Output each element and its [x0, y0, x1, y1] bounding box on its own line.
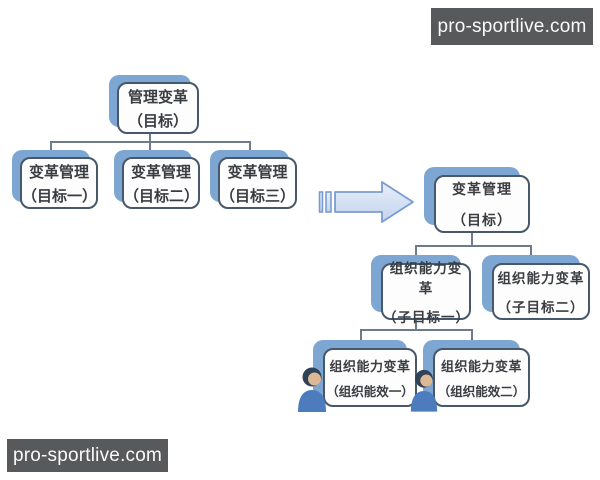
connector-line — [471, 329, 473, 340]
watermark-text: pro-sportlive.com — [437, 15, 587, 37]
box-text-line2: （组织能效二） — [437, 384, 526, 399]
box-text-line2: （组织能效一） — [326, 384, 414, 399]
box-text-line1: 管理变革 — [127, 88, 188, 106]
box-text-line1: 组织能力变革 — [329, 358, 411, 374]
box-text-line2: （目标） — [127, 112, 188, 130]
box-text-line1: 变革管理 — [227, 163, 288, 181]
box-text-line2: （目标二） — [124, 187, 200, 205]
right-mid-2-box: 组织能力变革 （子目标二） — [482, 255, 590, 320]
person-icon — [298, 367, 326, 412]
box-text-line2: （目标） — [452, 211, 512, 228]
watermark-top-right: pro-sportlive.com — [431, 8, 593, 45]
box-card: 变革管理 （目标） — [434, 175, 530, 233]
watermark-bottom-left: pro-sportlive.com — [7, 439, 168, 472]
connector-line — [415, 245, 417, 256]
box-card: 变革管理 （目标二） — [122, 157, 200, 209]
box-text-line1: 组织能力变革 — [440, 358, 522, 374]
box-card: 组织能力变革 （子目标一） — [381, 261, 471, 325]
connector-line — [149, 141, 151, 153]
connector-line — [360, 329, 362, 340]
right-bottom-2-box: 组织能力变革 （组织能效二） — [423, 340, 530, 407]
box-card: 组织能力变革 （组织能效一） — [323, 348, 417, 407]
right-block-arrow-icon — [318, 181, 414, 223]
box-text-line1: 组织能力变革 — [389, 261, 463, 296]
connector-line — [149, 130, 151, 141]
box-card: 组织能力变革 （子目标二） — [492, 263, 590, 320]
box-text-line2: （目标三） — [220, 187, 296, 205]
box-card: 管理变革 （目标） — [117, 82, 199, 134]
box-card: 组织能力变革 （组织能效二） — [433, 348, 530, 407]
box-text-line1: 变革管理 — [452, 180, 512, 197]
person-icon — [410, 369, 438, 412]
connector-line — [471, 233, 473, 245]
left-root-box: 管理变革 （目标） — [109, 75, 199, 134]
left-child-2-box: 变革管理 （目标二） — [114, 150, 200, 209]
box-text-line2: （目标一） — [22, 187, 98, 205]
right-root-box: 变革管理 （目标） — [424, 167, 530, 233]
box-text-line2: （子目标二） — [497, 300, 585, 315]
right-bottom-1-box: 组织能力变革 （组织能效一） — [313, 340, 417, 407]
box-card: 变革管理 （目标一） — [20, 157, 98, 209]
left-child-3-box: 变革管理 （目标三） — [210, 150, 297, 209]
watermark-text: pro-sportlive.com — [12, 444, 163, 466]
connector-line — [415, 245, 532, 247]
box-text-line2: （子目标一） — [383, 310, 470, 325]
connector-line — [249, 141, 251, 153]
box-text-line1: 变革管理 — [130, 163, 191, 181]
box-card: 变革管理 （目标三） — [218, 157, 297, 209]
connector-line — [50, 141, 52, 153]
connector-line — [360, 329, 473, 331]
box-text-line1: 变革管理 — [28, 163, 89, 181]
box-text-line1: 组织能力变革 — [497, 271, 585, 286]
left-child-1-box: 变革管理 （目标一） — [12, 150, 98, 209]
connector-line — [530, 245, 532, 256]
connector-line — [415, 320, 417, 329]
right-mid-1-box: 组织能力变革 （子目标一） — [371, 255, 471, 325]
